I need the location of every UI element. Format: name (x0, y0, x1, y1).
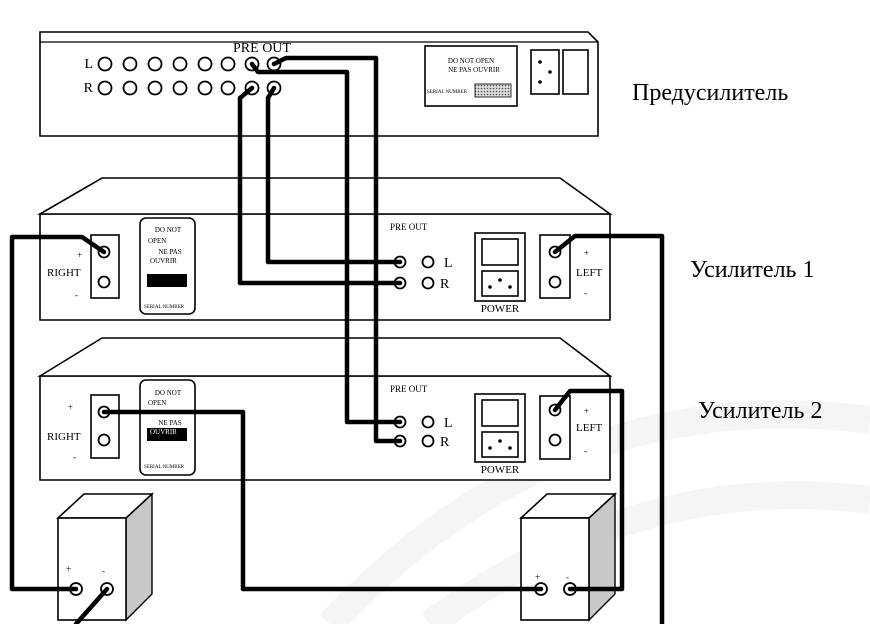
svg-text:POWER: POWER (481, 464, 520, 476)
cable-preamp-r-to-amp1-l (265, 85, 403, 265)
amp1-power-module: POWER (474, 232, 526, 315)
svg-text:R: R (440, 277, 450, 292)
svg-text:DO NOT: DO NOT (155, 226, 182, 234)
svg-text:-: - (566, 572, 569, 582)
preamp-power-switch (562, 49, 589, 95)
svg-text:+: + (77, 250, 82, 260)
amp1-label: Усилитель 1 (690, 257, 815, 283)
amp1-warning-panel: DO NOT OPEN NE PAS OUVRIR SERIAL NUMBER (139, 217, 196, 315)
amp2-left-terminal (539, 395, 571, 460)
svg-text:R: R (440, 435, 450, 450)
svg-text:OPEN: OPEN (148, 399, 166, 407)
amp1-right-label: RIGHT (47, 267, 81, 279)
preamp-label: Предусилитель (632, 80, 788, 106)
preamp-input-jacks (97, 56, 236, 96)
svg-text:NE PAS: NE PAS (158, 248, 181, 256)
svg-text:+: + (535, 572, 540, 582)
amplifier-1: + RIGHT - DO NOT OPEN NE PAS OUVRIR SERI… (37, 177, 613, 321)
svg-text:-: - (102, 566, 105, 576)
amp2-top (37, 337, 613, 377)
svg-text:-: - (584, 288, 587, 298)
preamp-r-label: R (84, 81, 94, 96)
svg-text:+: + (66, 564, 71, 574)
svg-text:SERIAL NUMBER: SERIAL NUMBER (144, 305, 185, 310)
cable-amp2-right-to-speaker (101, 409, 544, 592)
amp2-right-label: RIGHT (47, 431, 81, 443)
preamp-pre-out-label: PRE OUT (233, 41, 291, 56)
svg-text:+: + (584, 406, 589, 416)
amp1-left-label: LEFT (576, 267, 603, 279)
speaker-right: + - (518, 492, 618, 622)
cable-speaker-left-minus (73, 586, 110, 624)
cable-preamp-out-to-amp2-r (271, 55, 403, 444)
amp1-top (37, 177, 613, 215)
svg-text:NE PAS OUVRIR: NE PAS OUVRIR (448, 66, 500, 74)
cable-amp1-left-out (552, 233, 665, 624)
amp1-pre-out-label: PRE OUT (390, 222, 428, 232)
svg-text:+: + (68, 402, 73, 412)
preamp-warning-panel: DO NOT OPEN NE PAS OUVRIR SERIAL NUMBER (424, 45, 518, 107)
svg-text:SERIAL NUMBER: SERIAL NUMBER (427, 90, 468, 95)
svg-text:-: - (75, 290, 78, 300)
svg-text:-: - (73, 452, 76, 462)
amp2-pre-out-label: PRE OUT (390, 384, 428, 394)
amplifier-2: + RIGHT - DO NOT OPEN NE PAS OUVRIR SERI… (37, 337, 613, 481)
svg-text:NE PAS: NE PAS (158, 419, 181, 427)
preamplifier: L R PRE OUT DO NOT OPEN NE PAS OUVRIR SE… (39, 31, 599, 137)
svg-text:OUVRIR: OUVRIR (150, 428, 177, 436)
svg-text:SERIAL NUMBER: SERIAL NUMBER (144, 465, 185, 470)
svg-text:OUVRIR: OUVRIR (150, 257, 177, 265)
preamp-l-label: L (84, 57, 93, 72)
svg-text:+: + (584, 248, 589, 258)
amp2-power-module: POWER (474, 393, 526, 476)
svg-text:L: L (444, 416, 453, 431)
preamp-power-socket (530, 49, 560, 95)
svg-text:OPEN: OPEN (148, 237, 166, 245)
cable-preamp-r-to-amp1-r (237, 85, 403, 286)
svg-text:DO NOT: DO NOT (155, 389, 182, 397)
amp2-right-terminal (90, 394, 120, 459)
cable-amp2-left-to-speaker (552, 388, 625, 592)
amp2-label: Усилитель 2 (698, 398, 823, 424)
svg-text:DO NOT OPEN: DO NOT OPEN (448, 57, 494, 65)
svg-text:-: - (584, 446, 587, 456)
speaker-left: + - (55, 492, 155, 622)
svg-text:POWER: POWER (481, 303, 520, 315)
cables (9, 55, 665, 624)
amp2-warning-panel: DO NOT OPEN NE PAS OUVRIR SERIAL NUMBER (139, 379, 196, 476)
svg-text:L: L (444, 256, 453, 271)
amp2-left-label: LEFT (576, 422, 603, 434)
cable-preamp-l-to-amp2-l (249, 61, 403, 425)
cable-amp1-right-to-speaker (9, 234, 107, 592)
